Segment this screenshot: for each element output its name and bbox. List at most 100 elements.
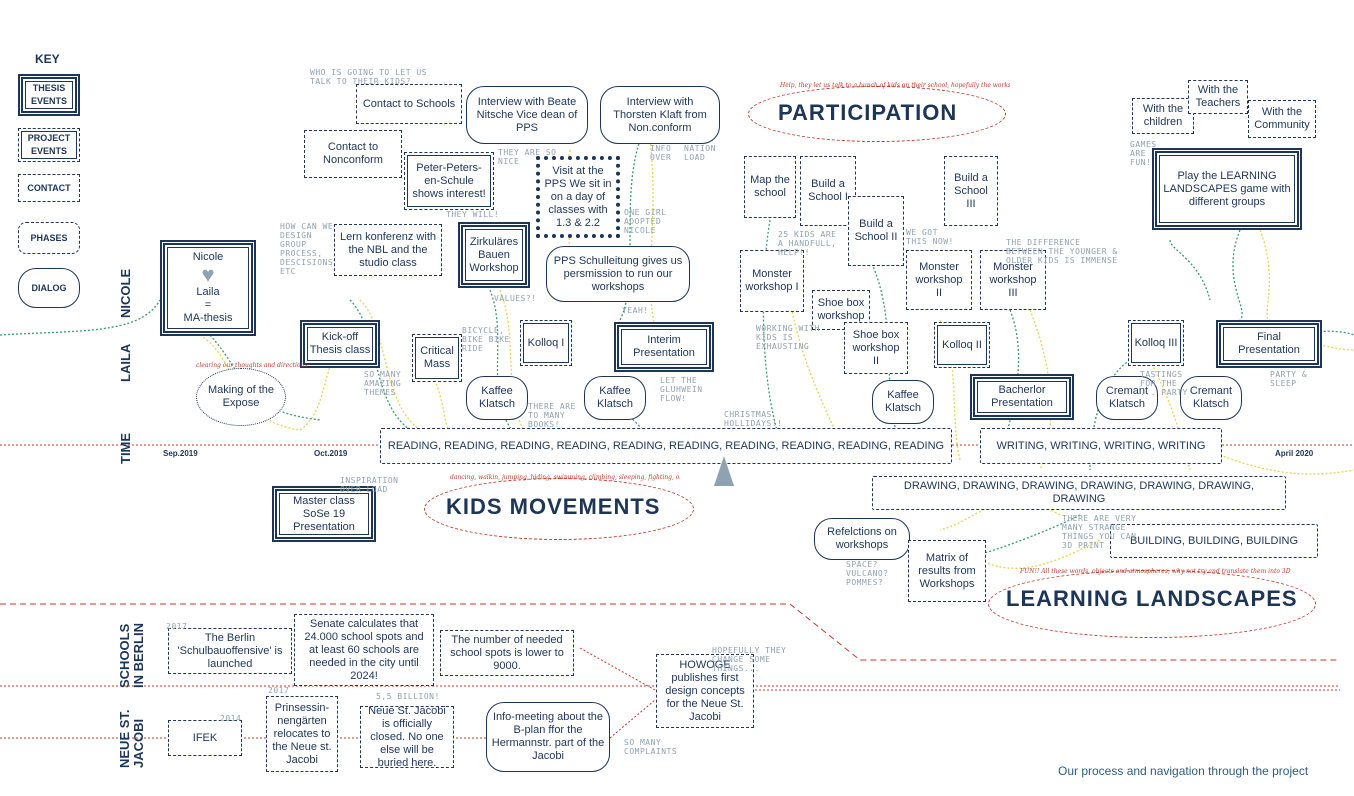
- howoge-concepts: HOWOGE publishes first design concepts f…: [656, 654, 754, 728]
- key-project-events: PROJECT EVENTS: [18, 128, 80, 162]
- note-adopted: ONE GIRL ADOPTED NICOLE: [624, 208, 667, 235]
- key-contact: CONTACT: [18, 174, 80, 202]
- with-children: With the children: [1132, 98, 1194, 134]
- note-who: WHO IS GOING TO LET US TALK TO THEIR KID…: [310, 68, 427, 86]
- matrix-results: Matrix of results from Workshops: [908, 540, 986, 602]
- key-title: KEY: [35, 52, 60, 66]
- cremant-klatsch-1: Cremant Klatsch: [1096, 376, 1158, 420]
- with-community: With the Community: [1248, 100, 1316, 138]
- note-got: WE GOT THIS NOW!: [906, 228, 954, 246]
- lane-nicole: NICOLE: [118, 268, 133, 318]
- landscapes-ellipse: [988, 570, 1316, 638]
- master-class: Master class SoSe 19 Presentation: [272, 486, 376, 542]
- note-thoughts: clearing our thoughts and directions: [196, 362, 308, 369]
- with-teachers: With the Teachers: [1188, 80, 1248, 114]
- note-christmas: CHRISTMAS HOLLIDAYS!!: [724, 410, 783, 428]
- key-phases: PHASES: [18, 222, 80, 254]
- note-2017b: 2017: [268, 686, 290, 695]
- note-values: VALUES?!: [494, 294, 537, 303]
- lane-schools: SCHOOLS IN BERLIN: [117, 623, 146, 688]
- monster-workshop-3: Monster workshop III: [980, 250, 1046, 310]
- note-complaints: SO MANY COMPLAINTS: [624, 738, 678, 756]
- note-amazing: SO MANY AMAZING THEMES: [364, 370, 402, 397]
- kaffee-klatsch-3: Kaffee Klatsch: [872, 380, 934, 424]
- reflections-workshops: Refelctions on workshops: [814, 518, 910, 560]
- month-apr: April 2020: [1275, 449, 1314, 458]
- participation-heading: PARTICIPATION: [778, 100, 958, 125]
- build-school-3: Build a School III: [944, 156, 998, 226]
- critical-mass: Critical Mass: [412, 334, 462, 382]
- note-strange: THERE ARE VERY MANY STRANGE THINGS YOU C…: [1062, 514, 1137, 550]
- kaffee-klatsch-1: Kaffee Klatsch: [466, 376, 528, 420]
- note-handful: 25 KIDS ARE A HANDFULL, HELP!!: [778, 230, 837, 257]
- kolloq-2: Kolloq II: [934, 322, 990, 368]
- tree-icon: [714, 456, 734, 486]
- participation-script: Help, they let us talk to a bunch of kid…: [780, 82, 1010, 89]
- monster-workshop-1: Monster workshop I: [740, 250, 804, 312]
- ifek-box: IFEK: [168, 720, 242, 756]
- jacobi-closed: Neue St. Jacobi is officially closed. No…: [360, 705, 454, 769]
- kolloq-1: Kolloq I: [520, 320, 572, 366]
- note-inspiration: INSPIRATION OVER LOAD: [340, 476, 399, 494]
- berlin-schulbauoffensive: The Berlin 'Schulbauoffensive' is launch…: [168, 628, 292, 674]
- shoe-box-workshop-2: Shoe box workshop II: [844, 322, 908, 374]
- monster-workshop-2: Monster workshop II: [906, 250, 972, 310]
- shoe-box-workshop: Shoe box workshop: [812, 290, 870, 330]
- note-difference: THE DIFFERENCE BETWEEN THE YOUNGER & OLD…: [1006, 238, 1118, 265]
- kolloq-3: Kolloq III: [1128, 320, 1184, 366]
- senate-calculation: Senate calculates that 24.000 school spo…: [294, 614, 434, 686]
- info-meeting: Info-meeting about the B-plan ffor the H…: [486, 702, 610, 772]
- map-the-school: Map the school: [744, 156, 796, 218]
- final-presentation: Final Presentation: [1216, 320, 1322, 368]
- cremant-klatsch-2: Cremant Klatsch: [1180, 376, 1242, 420]
- landscapes-script: FUN!! All these words, objects and atmos…: [1020, 568, 1291, 575]
- kids-script: dancing, walkin, jumping, hiding, swimmi…: [450, 474, 680, 481]
- lane-laila: LAILA: [118, 343, 133, 382]
- heart-icon: ♥: [201, 262, 215, 287]
- lane-time: TIME: [118, 432, 133, 464]
- bachelor-presentation: Bacherlor Presentation: [970, 374, 1074, 420]
- note-space: SPACE? VULCANO? POMMES?: [846, 560, 889, 587]
- note-2014: 2014: [220, 714, 242, 723]
- phase-building: BUILDING, BUILDING, BUILDING: [1110, 524, 1318, 558]
- phase-drawing: DRAWING, DRAWING, DRAWING, DRAWING, DRAW…: [872, 476, 1286, 510]
- equals-sign: =: [204, 299, 212, 311]
- note-exhausting: WORKING WITH KIDS IS EXHAUSTING: [756, 324, 820, 351]
- phase-writing: WRITING, WRITING, WRITING, WRITING: [980, 428, 1222, 464]
- note-yeah: YEAH!: [622, 306, 649, 315]
- key-thesis-events: THESIS EVENTS: [18, 74, 80, 116]
- school-spots-lower: The number of needed school spots is low…: [440, 630, 574, 676]
- ma-thesis: MA-thesis: [183, 312, 233, 324]
- nicole-laila-box: Nicole ♥ Laila = MA-thesis: [160, 240, 256, 336]
- interim-presentation: Interim Presentation: [614, 322, 714, 372]
- note-info: INFO OVER: [650, 144, 672, 162]
- footer-caption: Our process and navigation through the p…: [1058, 764, 1309, 778]
- note-nation: NATION LOAD: [684, 144, 716, 162]
- note-books: THERE ARE TO MANY BOOKS!: [528, 402, 576, 429]
- note-nice: THEY ARE SO NICE: [498, 148, 557, 166]
- kickoff-thesis: Kick-off Thesis class: [300, 320, 380, 368]
- build-school-1: Build a School I: [800, 156, 856, 226]
- contact-nonconform: Contact to Nonconform: [304, 130, 402, 178]
- phase-reading: READING, READING, READING, READING, READ…: [380, 428, 952, 464]
- interview-thorsten: Interview with Thorsten Klaft from Non.c…: [600, 86, 720, 144]
- interview-beate: Interview with Beate Nitsche Vice dean o…: [466, 86, 588, 144]
- kaffee-klatsch-2: Kaffee Klatsch: [584, 376, 646, 420]
- kids-ellipse: [424, 478, 694, 540]
- note-gluhwein: LET THE GLUHWEIN FLOW!: [660, 376, 703, 403]
- note-2017a: 2017: [166, 622, 188, 631]
- play-learning-landscapes: Play the LEARNING LANDSCAPES game with d…: [1152, 148, 1302, 230]
- note-hopefully: HOPEFULLY THEY CHANGE SOME THINGS...: [712, 646, 787, 673]
- month-sep: Sep.2019: [163, 449, 198, 458]
- note-games: GAMES ARE FUN!: [1130, 140, 1157, 167]
- visit-pps: Visit at the PPS We sit in on a day of c…: [536, 156, 620, 238]
- build-school-2: Build a School II: [848, 196, 904, 266]
- contact-schools: Contact to Schools: [356, 84, 462, 124]
- note-they-will: THEY WILL!: [446, 210, 500, 219]
- lane-neue: NEUE ST. JACOBI: [117, 709, 146, 768]
- zirkulares-bauen: Zirkuläres Bauen Workshop: [458, 222, 530, 288]
- peter-peters-box: Peter-Peters-en-Schule shows interest!: [404, 152, 494, 210]
- making-expose: Making of the Expose: [196, 368, 286, 426]
- note-bicycle: BICYCLE, BIKE BIKE RIDE: [462, 326, 510, 353]
- key-dialog: DIALOG: [18, 268, 80, 308]
